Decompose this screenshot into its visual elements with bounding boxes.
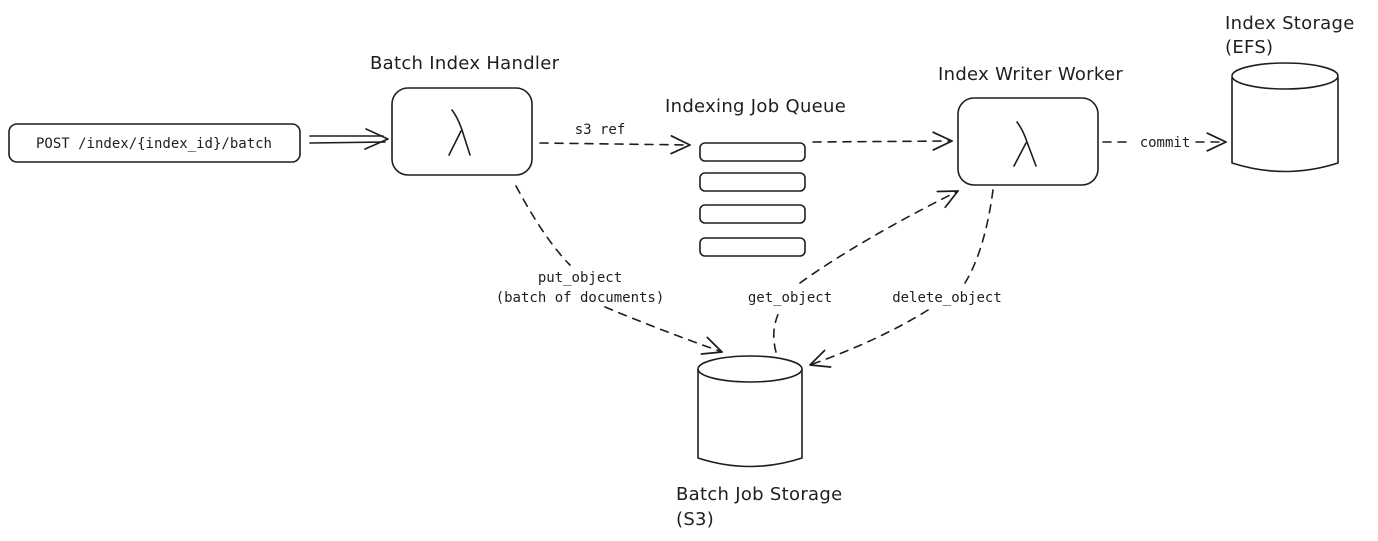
batch-index-handler-node: Batch Index Handler [370,53,560,176]
index-writer-worker-title: Index Writer Worker [938,64,1123,85]
endpoint-box [8,123,301,163]
batch-job-storage-node: Batch Job Storage (S3) [676,355,842,530]
queue-slot [699,142,806,162]
queue-to-worker-edge [812,131,953,151]
batch-index-handler-box [391,87,533,176]
get-object-label: get_object [748,290,832,306]
indexing-job-queue-title: Indexing Job Queue [665,96,846,117]
batch-index-handler-title: Batch Index Handler [370,53,560,74]
put-object-sublabel: (batch of documents) [496,290,665,306]
queue-slot [699,172,806,192]
commit-edge: commit [1102,131,1227,152]
delete-object-label: delete_object [892,290,1002,306]
s3-ref-label: s3 ref [575,122,626,138]
database-cylinder-icon [1231,62,1339,173]
queue-icon [699,142,806,257]
queue-slot [699,204,806,224]
get-object-edge: get_object [738,190,959,353]
s3-ref-edge: s3 ref [539,122,691,155]
index-writer-worker-box [957,97,1099,186]
queue-slot [699,237,806,257]
database-cylinder-icon [697,355,803,468]
batch-job-storage-subtitle: (S3) [676,509,714,530]
endpoint-to-handler-arrow [309,128,389,150]
index-writer-worker-node: Index Writer Worker [938,64,1123,186]
batch-job-storage-title: Batch Job Storage [676,484,842,505]
delete-object-edge: delete_object [809,189,1010,368]
endpoint-node: POST /index/{index_id}/batch [8,123,301,163]
lambda-icon [451,109,471,156]
index-storage-subtitle: (EFS) [1225,37,1273,58]
put-object-edge: put_object (batch of documents) [480,185,723,355]
indexing-job-queue-node: Indexing Job Queue [665,96,846,257]
index-storage-node: Index Storage (EFS) [1225,13,1355,173]
commit-label: commit [1140,135,1191,151]
put-object-label: put_object [538,270,622,286]
lambda-icon [1016,121,1037,167]
endpoint-label: POST /index/{index_id}/batch [36,136,272,152]
index-storage-title: Index Storage [1225,13,1355,34]
